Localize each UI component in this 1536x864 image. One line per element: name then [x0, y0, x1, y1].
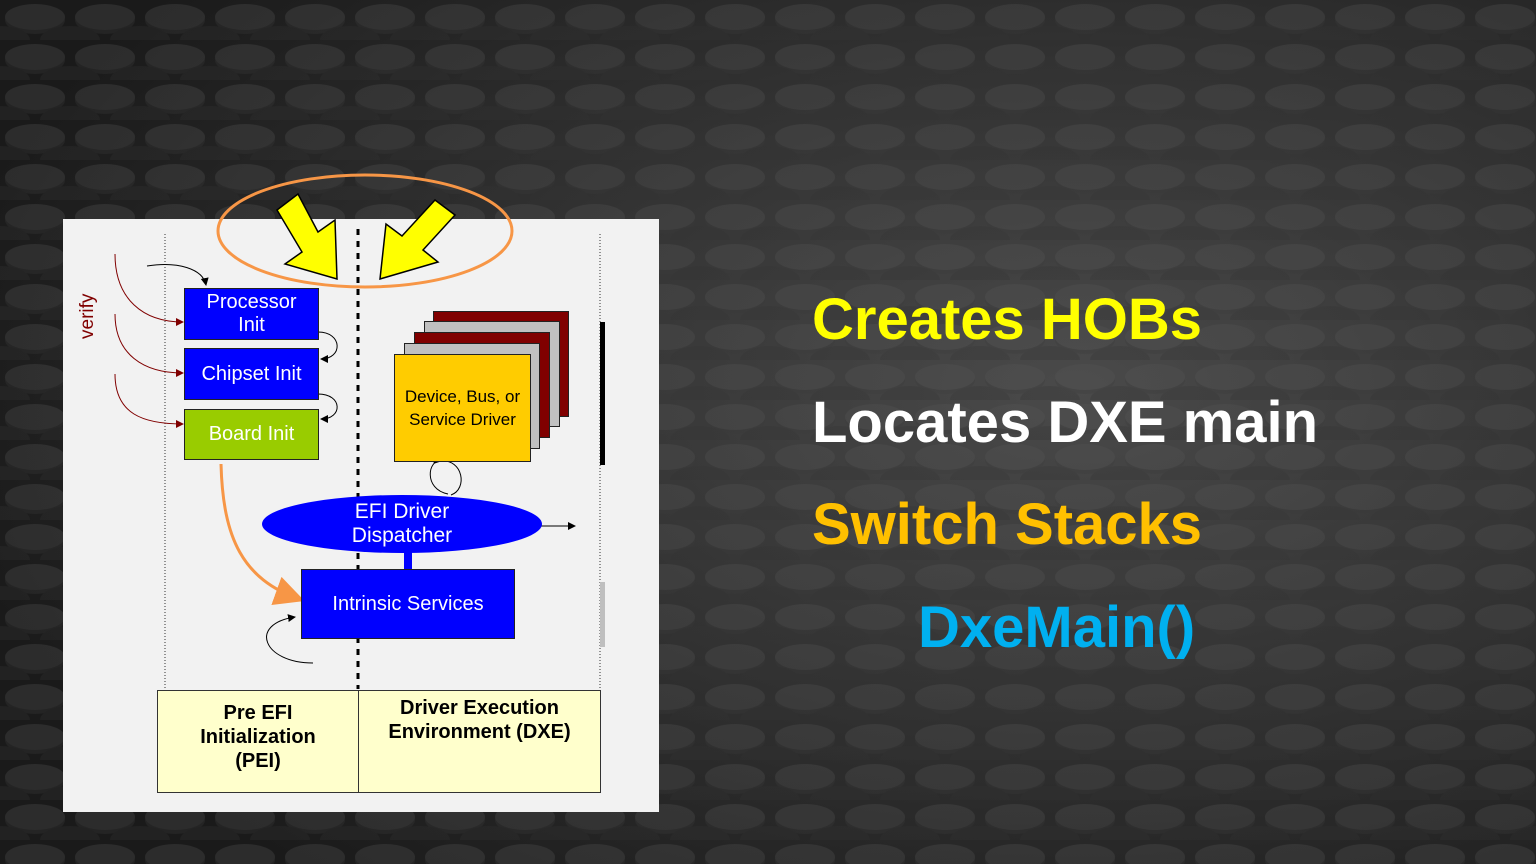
driver-card-label: Device, Bus, or Service Driver [404, 387, 521, 429]
orange-flow-arrow [219, 463, 305, 606]
board-init-box: Board Init [184, 409, 319, 460]
loop-arrow-1 [317, 331, 338, 363]
pei-dxe-diagram: verify Processor Init Chipset Init Board… [63, 219, 659, 812]
processor-init-box: Processor Init [184, 288, 319, 340]
intrinsic-services-box: Intrinsic Services [301, 569, 515, 639]
switch-stacks-text: Switch Stacks [812, 492, 1203, 557]
creates-hobs-text: Creates HOBs [812, 287, 1203, 352]
right-bar-top [600, 322, 605, 465]
board-init-label: Board Init [208, 423, 295, 445]
services-loop [266, 614, 314, 664]
verify-arrow-2 [114, 313, 184, 377]
dxemain-text: DxeMain() [918, 595, 1196, 660]
verify-label: verify [77, 293, 98, 339]
chipset-init-label: Chipset Init [201, 362, 302, 385]
right-bar-bottom [600, 582, 605, 647]
pei-phase-box: Pre EFI Initialization (PEI) [157, 690, 359, 793]
locates-dxe-main-text: Locates DXE main [812, 390, 1319, 455]
driver-card: Device, Bus, or Service Driver [394, 354, 531, 462]
efi-driver-dispatcher: EFI Driver Dispatcher [262, 495, 542, 553]
verify-arrow-3 [114, 373, 184, 428]
loop-arrow-2 [317, 393, 338, 423]
dispatcher-loop-2 [440, 460, 462, 496]
processor-init-label: Processor Init [206, 291, 297, 336]
dispatcher-connector [404, 552, 412, 570]
intrinsic-services-label: Intrinsic Services [332, 592, 484, 615]
pei-phase-label: Pre EFI Initialization (PEI) [200, 702, 316, 772]
entry-arrow [146, 264, 209, 286]
diagram-lines [114, 229, 605, 689]
chipset-init-box: Chipset Init [184, 348, 319, 400]
dxe-phase-box: Driver Execution Environment (DXE) [358, 690, 601, 793]
dxe-phase-label: Driver Execution Environment (DXE) [388, 697, 571, 743]
dispatcher-loop [429, 455, 449, 495]
verify-arrow-1 [114, 253, 184, 326]
